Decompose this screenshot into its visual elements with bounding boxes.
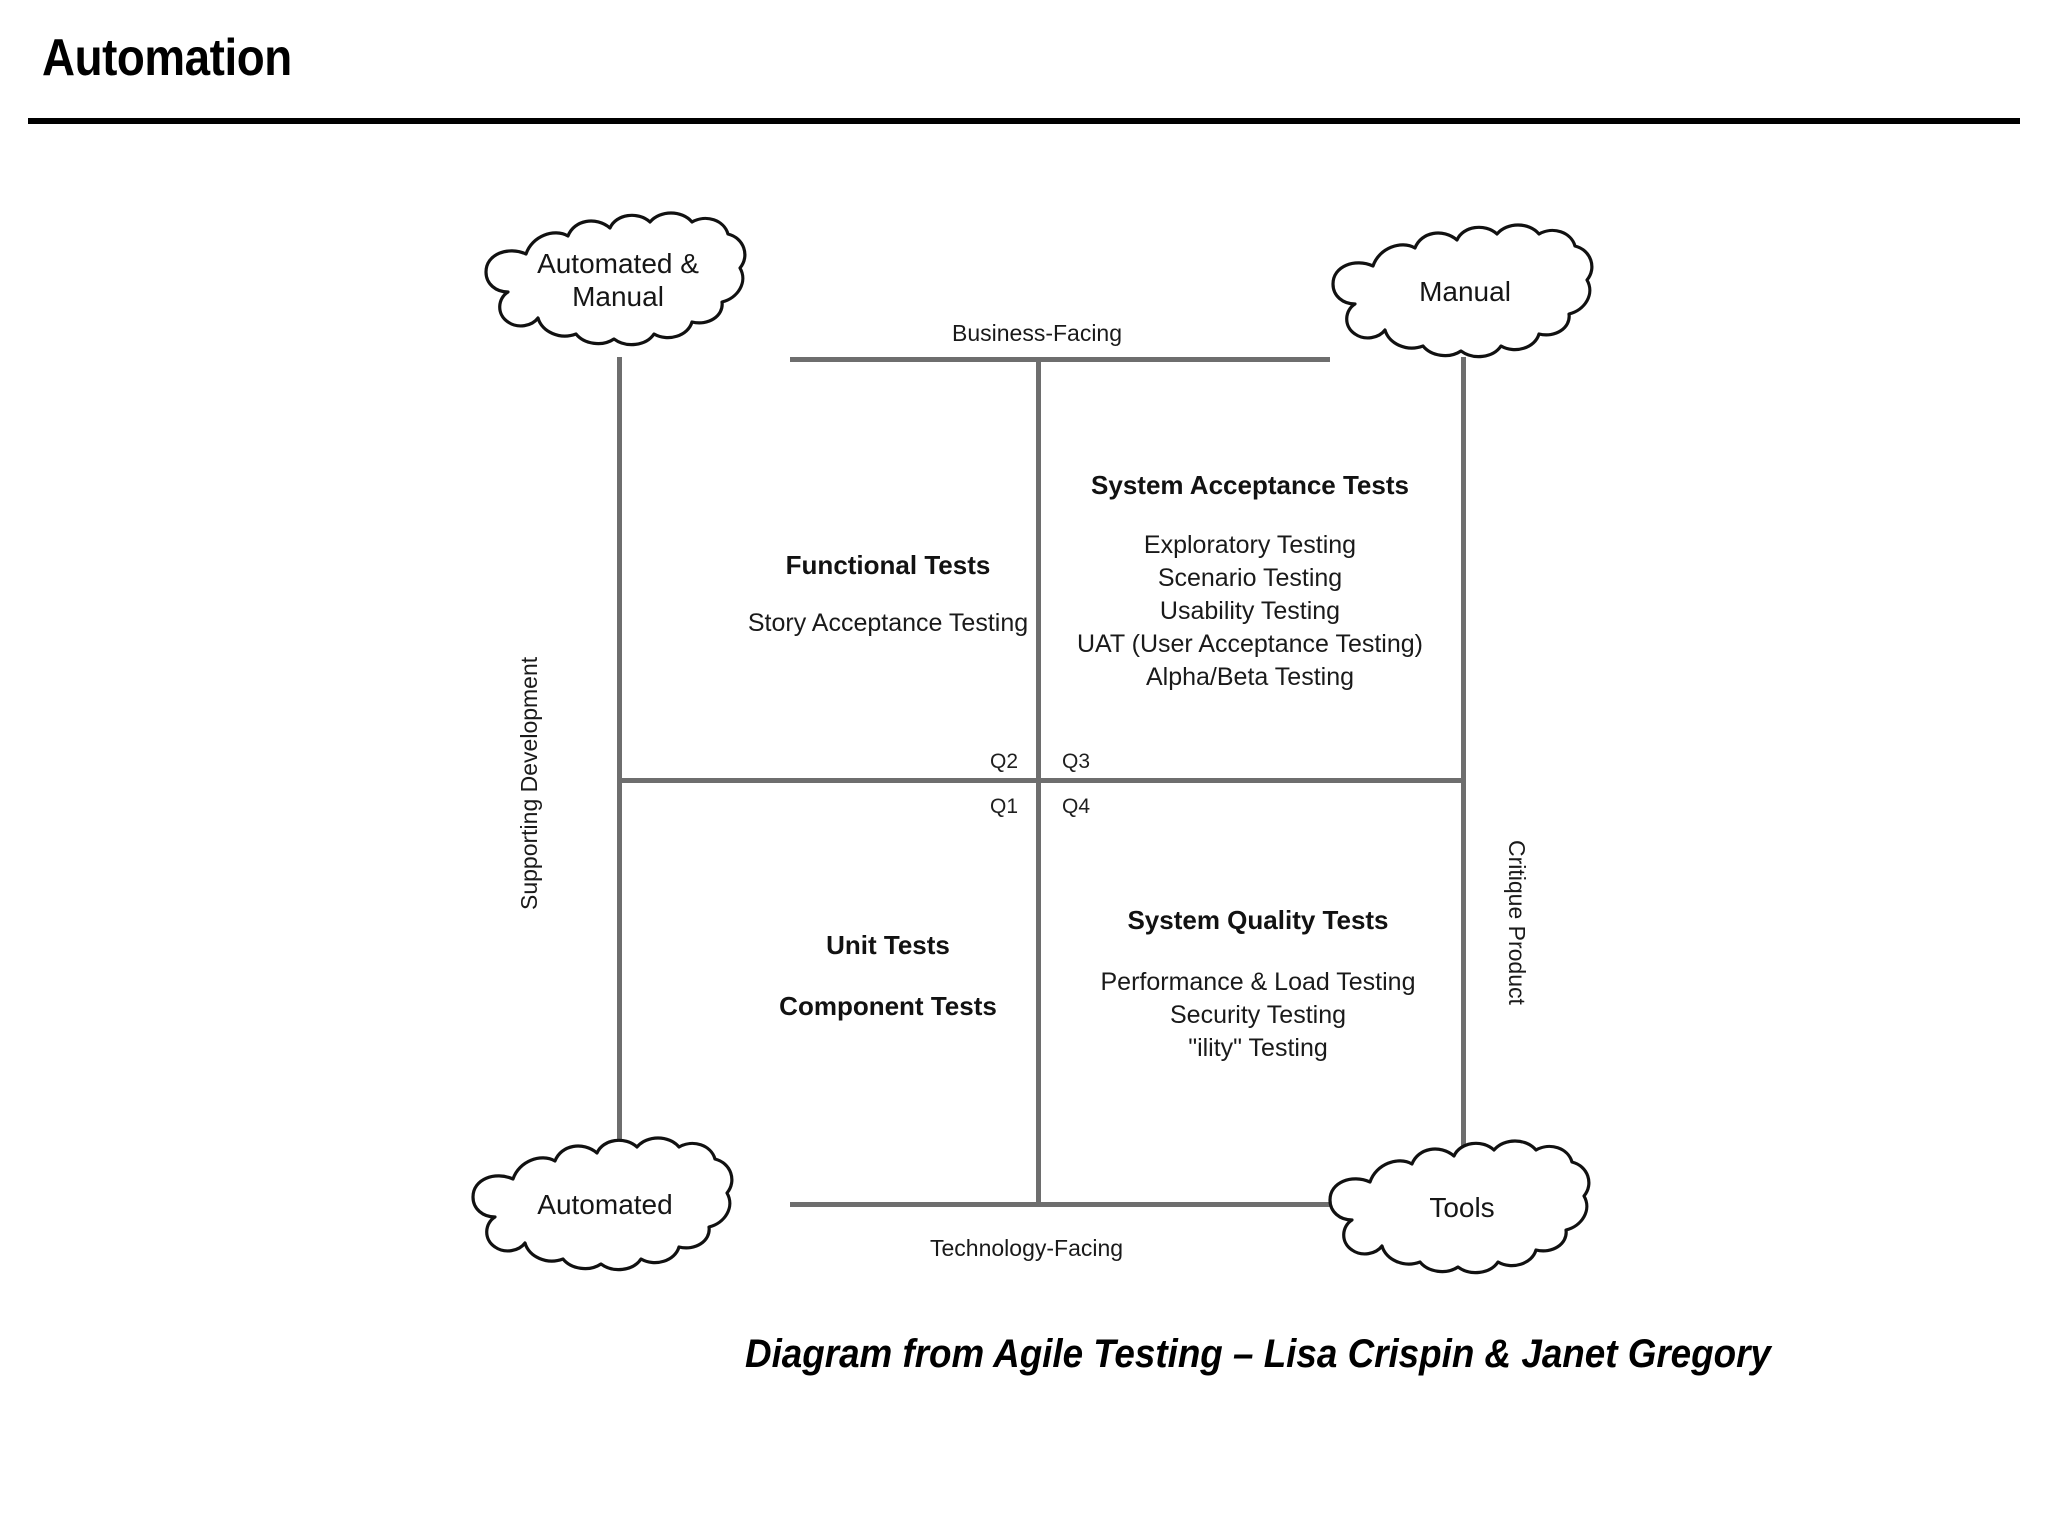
quadrant-content-q4: System Quality Tests Performance & Load … — [1048, 905, 1468, 1065]
quadrant-item: Alpha/Beta Testing — [1145, 663, 1355, 691]
quadrant-content-q3: System Acceptance Tests Exploratory Test… — [1040, 470, 1460, 694]
quadrant-item: Security Testing — [1169, 1001, 1346, 1029]
cloud-manual: Manual — [1315, 222, 1615, 362]
quadrant-item: Story Acceptance Testing — [747, 609, 1029, 637]
quadrant-item: Exploratory Testing — [1143, 531, 1357, 559]
quadrant-key-q3: Q3 — [1062, 750, 1091, 773]
cloud-automated-and-manual: Automated & Manual — [468, 210, 768, 350]
quadrant-content-q2: Functional Tests Story Acceptance Testin… — [678, 550, 1098, 640]
quadrant-item: "ility" Testing — [1188, 1034, 1328, 1062]
quadrant-key-q4: Q4 — [1062, 795, 1091, 818]
agile-testing-quadrants-diagram: Automated & Manual Manual Automated Tool… — [0, 150, 2048, 1275]
quadrant-heading: Functional Tests — [785, 550, 991, 580]
quadrant-key-q1: Q1 — [990, 795, 1019, 818]
grid-line-vertical-axis — [1036, 357, 1041, 1207]
quadrant-item: Usability Testing — [1159, 597, 1341, 625]
grid-line-top — [790, 357, 1330, 362]
grid-line-horizontal-axis — [617, 778, 1466, 783]
quadrant-item: Scenario Testing — [1157, 564, 1343, 592]
cloud-shape-icon — [471, 1136, 734, 1272]
cloud-tools: Tools — [1312, 1138, 1612, 1278]
grid-line-bottom — [790, 1202, 1330, 1207]
axis-label-technology-facing: Technology-Facing — [930, 1235, 1124, 1261]
title-divider — [28, 118, 2020, 124]
cloud-shape-icon — [1328, 1139, 1591, 1275]
cloud-shape-icon — [1331, 223, 1594, 359]
cloud-automated: Automated — [455, 1135, 755, 1275]
page-title: Automation — [42, 29, 292, 87]
cloud-shape-icon — [484, 211, 747, 347]
quadrant-item: Performance & Load Testing — [1100, 968, 1416, 996]
quadrant-content-q1: Unit Tests Component Tests — [678, 930, 1098, 1022]
axis-label-business-facing: Business-Facing — [952, 320, 1123, 346]
quadrant-heading: System Quality Tests — [1127, 905, 1389, 935]
quadrant-item: UAT (User Acceptance Testing) — [1077, 630, 1423, 658]
quadrant-heading: System Acceptance Tests — [1091, 470, 1409, 500]
quadrant-key-q2: Q2 — [990, 750, 1019, 773]
quadrant-heading-secondary: Component Tests — [779, 991, 997, 1021]
axis-label-supporting-development: Supporting Development — [516, 656, 542, 910]
quadrant-item-list: Story Acceptance Testing — [678, 607, 1098, 640]
axis-label-critique-product: Critique Product — [1504, 840, 1530, 1005]
quadrant-heading: Unit Tests — [826, 930, 950, 960]
source-attribution: Diagram from Agile Testing – Lisa Crispi… — [745, 1332, 1771, 1376]
